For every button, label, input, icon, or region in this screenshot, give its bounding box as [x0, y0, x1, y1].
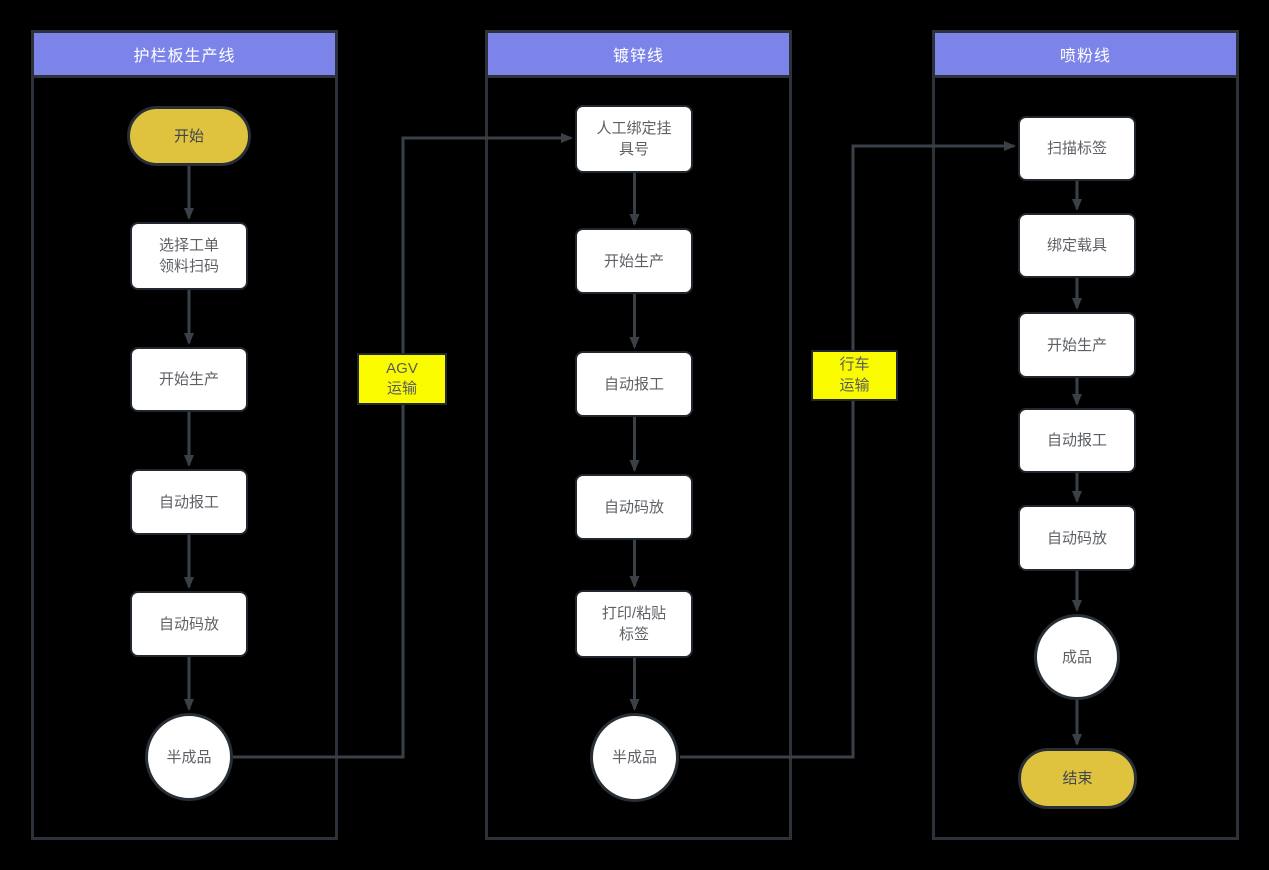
lane-title: 镀锌线 [612, 48, 664, 65]
process-node-auto-report-3[interactable]: 自动报工 [1018, 408, 1136, 473]
lane-header-guardrail[interactable]: 护栏板生产线 [31, 30, 338, 78]
lane-title: 喷粉线 [1059, 48, 1111, 65]
process-node-bind-carrier[interactable]: 绑定载具 [1018, 213, 1136, 278]
start-node[interactable]: 开始 [127, 106, 251, 166]
process-node-auto-report-1[interactable]: 自动报工 [130, 469, 248, 535]
process-node-print-paste-label[interactable]: 打印/粘贴 标签 [575, 590, 693, 658]
process-node-start-production-2[interactable]: 开始生产 [575, 228, 693, 294]
process-node-auto-stack-1[interactable]: 自动码放 [130, 591, 248, 657]
process-node-auto-stack-2[interactable]: 自动码放 [575, 474, 693, 540]
process-node-auto-report-2[interactable]: 自动报工 [575, 351, 693, 417]
semi-product-node-2[interactable]: 半成品 [590, 713, 679, 802]
semi-product-node-1[interactable]: 半成品 [145, 713, 233, 801]
lane-header-galvanizing[interactable]: 镀锌线 [485, 30, 792, 78]
process-node-auto-stack-3[interactable]: 自动码放 [1018, 505, 1136, 571]
process-node-scan-label[interactable]: 扫描标签 [1018, 116, 1136, 181]
agv-transport-label[interactable]: AGV 运输 [357, 353, 447, 405]
end-node[interactable]: 结束 [1018, 748, 1137, 809]
lane-title: 护栏板生产线 [133, 48, 236, 65]
finished-product-node[interactable]: 成品 [1034, 614, 1120, 700]
lane-header-powder-coating[interactable]: 喷粉线 [932, 30, 1239, 78]
process-node-bind-hanger-number[interactable]: 人工绑定挂 具号 [575, 105, 693, 173]
process-node-start-production-1[interactable]: 开始生产 [130, 347, 248, 412]
process-node-select-order-scan[interactable]: 选择工单 领料扫码 [130, 222, 248, 290]
process-node-start-production-3[interactable]: 开始生产 [1018, 312, 1136, 378]
crane-transport-label[interactable]: 行车 运输 [811, 350, 898, 401]
